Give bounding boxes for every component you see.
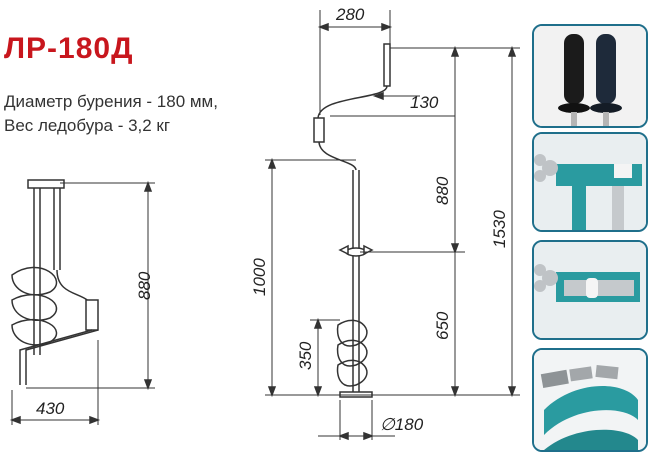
total-length-label: 1530: [490, 210, 509, 248]
unfolded-auger-drawing: [265, 10, 520, 441]
wingnut-clamp-photo: [532, 132, 648, 232]
drill-diameter-label: ∅180: [380, 415, 424, 434]
drill-diameter-text: Диаметр бурения - 180 мм,: [4, 92, 218, 111]
handle-offset-label: 130: [410, 93, 439, 112]
folded-height-label: 880: [135, 271, 154, 300]
folded-width-label: 430: [36, 399, 65, 418]
weight-text: Вес ледобура - 3,2 кг: [4, 116, 171, 135]
auger-length-label: 650: [433, 311, 452, 340]
handle-width-label: 280: [335, 5, 365, 24]
folded-auger-drawing: [9, 179, 155, 425]
folding-joint-photo: [532, 240, 648, 340]
handles-photo: [532, 24, 648, 128]
auger-blades-photo: [532, 348, 648, 452]
upper-length-label: 880: [433, 176, 452, 205]
product-title: ЛР-180Д: [4, 32, 134, 65]
lower-length-label: 1000: [250, 258, 269, 296]
spiral-length-label: 350: [296, 341, 315, 370]
